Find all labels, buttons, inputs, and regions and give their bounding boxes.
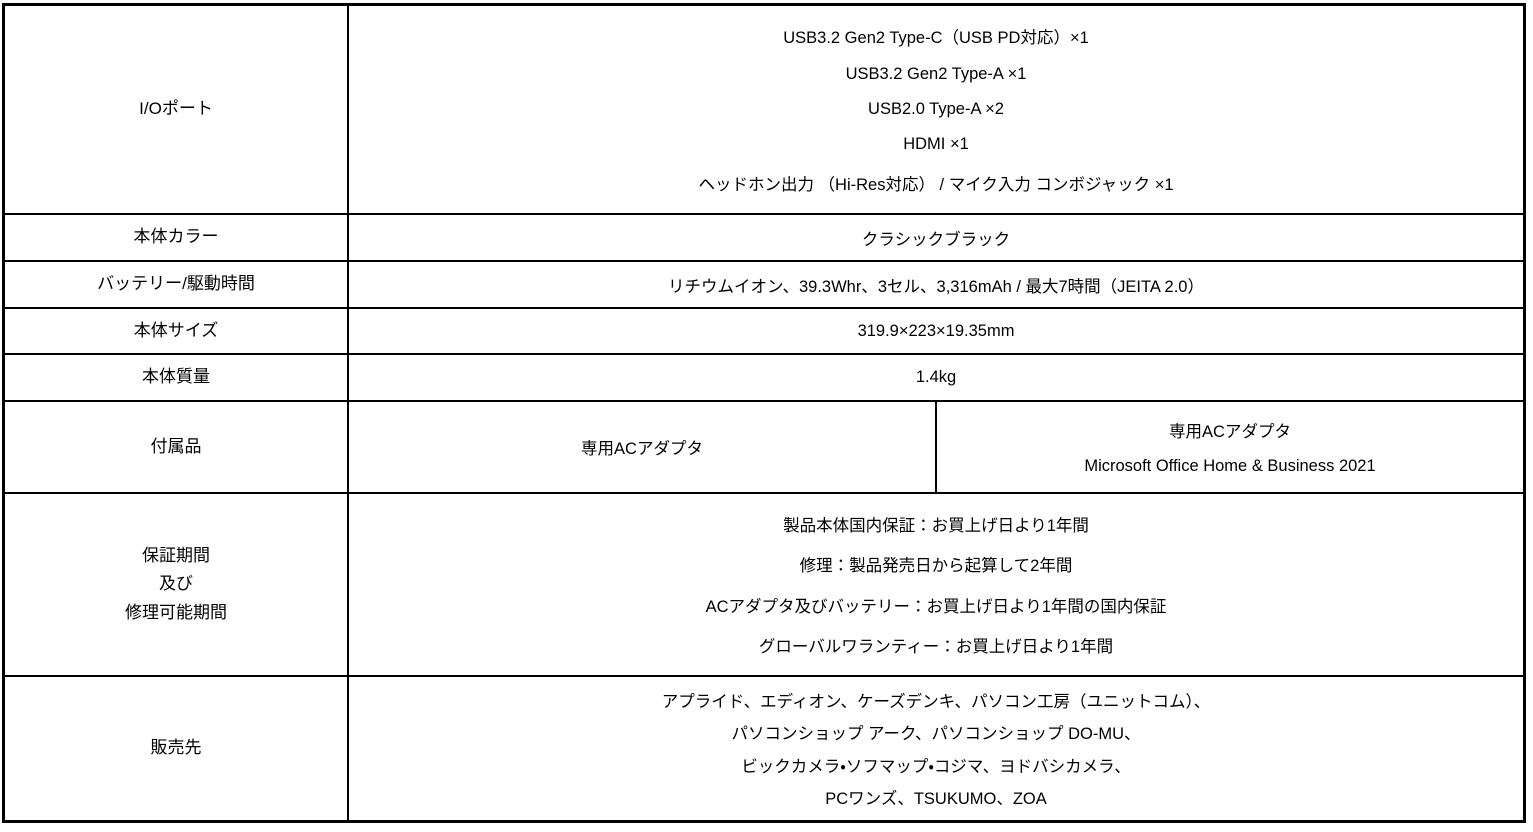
row-label-text: 及び xyxy=(159,574,193,594)
row-value-body-size: 319.9×223×19.35mm xyxy=(349,309,1523,353)
table-row-warranty: 保証期間 及び 修理可能期間 製品本体国内保証：お買上げ日より1年間 修理：製品… xyxy=(5,492,1523,675)
io-port-line: ヘッドホン出力 （Hi-Res対応） / マイク入力 コンボジャック ×1 xyxy=(698,175,1174,194)
row-value-io-ports: USB3.2 Gen2 Type-C（USB PD対応）×1 USB3.2 Ge… xyxy=(349,6,1523,213)
table-row-battery: バッテリー/駆動時間 リチウムイオン、39.3Whr、3セル、3,316mAh … xyxy=(5,260,1523,307)
row-label-text: 付属品 xyxy=(150,436,202,456)
accessory-item: Microsoft Office Home & Business 2021 xyxy=(1084,456,1376,475)
row-label-text: 本体質量 xyxy=(142,367,210,387)
io-port-line: USB2.0 Type-A ×2 xyxy=(868,99,1004,118)
row-value-battery: リチウムイオン、39.3Whr、3セル、3,316mAh / 最大7時間（JEI… xyxy=(349,262,1523,307)
row-label-body-color: 本体カラー xyxy=(5,215,349,260)
body-size-value: 319.9×223×19.35mm xyxy=(857,321,1015,340)
row-label-text: 販売先 xyxy=(150,738,202,758)
row-label-battery: バッテリー/駆動時間 xyxy=(5,262,349,307)
row-value-warranty: 製品本体国内保証：お買上げ日より1年間 修理：製品発売日から起算して2年間 AC… xyxy=(349,494,1523,675)
io-port-line: USB3.2 Gen2 Type-C（USB PD対応）×1 xyxy=(783,29,1089,48)
row-value-sellers: アプライド、エディオン、ケーズデンキ、パソコン工房（ユニットコム）、 パソコンシ… xyxy=(349,677,1523,820)
row-label-warranty: 保証期間 及び 修理可能期間 xyxy=(5,494,349,675)
row-label-text: 修理可能期間 xyxy=(125,602,227,622)
seller-line: パソコンショップ アーク、パソコンショップ DO-MU、 xyxy=(731,725,1141,744)
warranty-line: ACアダプタ及びバッテリー：お買上げ日より1年間の国内保証 xyxy=(705,597,1167,616)
table-row-accessories: 付属品 専用ACアダプタ 専用ACアダプタ Microsoft Office H… xyxy=(5,400,1523,492)
row-label-text: 本体サイズ xyxy=(133,320,219,340)
row-label-text: I/Oポート xyxy=(139,99,213,119)
warranty-line: 修理：製品発売日から起算して2年間 xyxy=(799,557,1073,576)
body-color-value: クラシックブラック xyxy=(861,230,1011,249)
accessories-left-cell: 専用ACアダプタ xyxy=(349,402,935,492)
seller-line: アプライド、エディオン、ケーズデンキ、パソコン工房（ユニットコム）、 xyxy=(661,692,1211,711)
seller-line: PCワンズ、TSUKUMO、ZOA xyxy=(825,790,1047,809)
table-row-io-ports: I/Oポート USB3.2 Gen2 Type-C（USB PD対応）×1 US… xyxy=(5,6,1523,213)
table-row-sellers: 販売先 アプライド、エディオン、ケーズデンキ、パソコン工房（ユニットコム）、 パ… xyxy=(5,675,1523,820)
accessories-right-cell: 専用ACアダプタ Microsoft Office Home & Busines… xyxy=(935,402,1523,492)
row-label-body-weight: 本体質量 xyxy=(5,355,349,400)
row-label-body-size: 本体サイズ xyxy=(5,309,349,353)
row-value-body-weight: 1.4kg xyxy=(349,355,1523,400)
row-label-io-ports: I/Oポート xyxy=(5,6,349,213)
row-label-text: 本体カラー xyxy=(133,227,219,247)
spec-table: I/Oポート USB3.2 Gen2 Type-C（USB PD対応）×1 US… xyxy=(2,3,1526,823)
battery-value: リチウムイオン、39.3Whr、3セル、3,316mAh / 最大7時間（JEI… xyxy=(667,277,1204,296)
row-label-sellers: 販売先 xyxy=(5,677,349,820)
io-port-line: HDMI ×1 xyxy=(903,135,969,154)
table-row-body-size: 本体サイズ 319.9×223×19.35mm xyxy=(5,307,1523,353)
warranty-line: グローバルワランティー：お買上げ日より1年間 xyxy=(758,637,1114,656)
seller-line: ビックカメラ・ソフマップ・コジマ、ヨドバシカメラ、 xyxy=(741,757,1131,776)
table-row-body-color: 本体カラー クラシックブラック xyxy=(5,213,1523,260)
row-label-text: 保証期間 xyxy=(142,546,210,566)
row-label-accessories: 付属品 xyxy=(5,402,349,492)
accessory-item: 専用ACアダプタ xyxy=(1169,423,1291,442)
row-label-text: バッテリー/駆動時間 xyxy=(97,274,255,294)
row-value-body-color: クラシックブラック xyxy=(349,215,1523,260)
io-port-line: USB3.2 Gen2 Type-A ×1 xyxy=(845,64,1027,83)
body-weight-value: 1.4kg xyxy=(915,368,957,386)
warranty-line: 製品本体国内保証：お買上げ日より1年間 xyxy=(783,517,1089,536)
row-value-accessories: 専用ACアダプタ 専用ACアダプタ Microsoft Office Home … xyxy=(349,402,1523,492)
table-row-body-weight: 本体質量 1.4kg xyxy=(5,353,1523,400)
accessory-item: 専用ACアダプタ xyxy=(581,440,703,458)
